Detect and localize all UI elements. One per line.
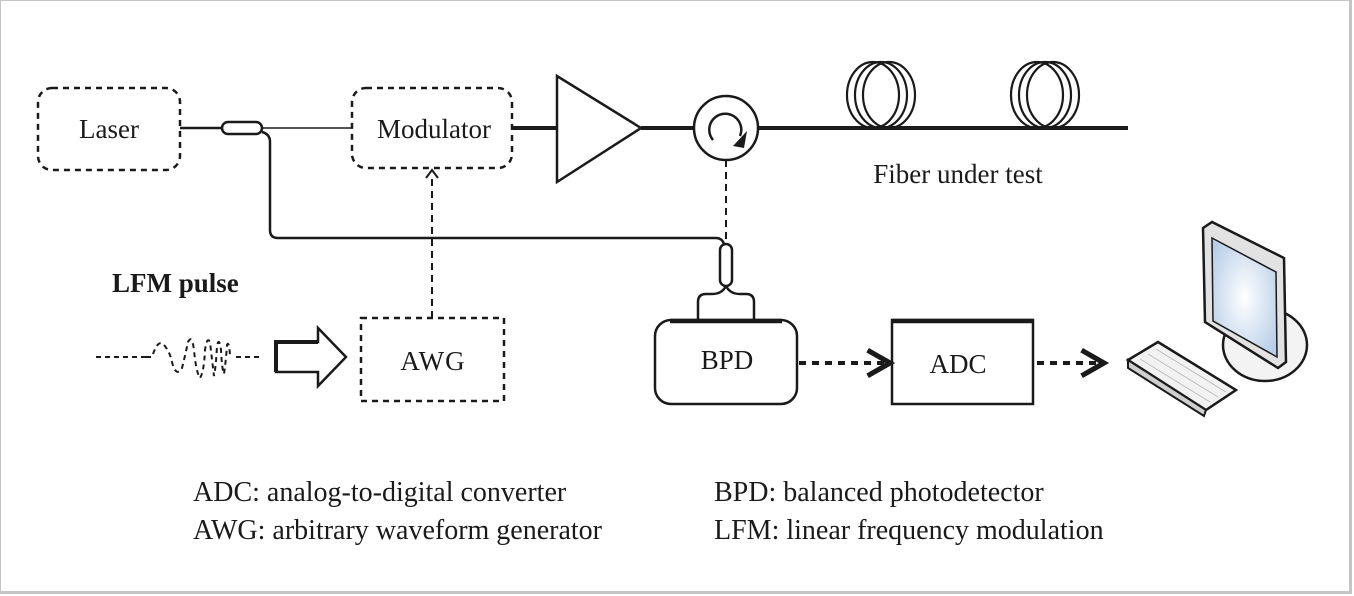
- reference-fiber-line: [261, 130, 726, 245]
- lfm-pulse-label: LFM pulse: [112, 268, 239, 298]
- fiber-under-test-label: Fiber under test: [873, 159, 1043, 189]
- fiber-coupler-icon: [220, 120, 264, 136]
- fiber-spool-icon: [1009, 60, 1081, 130]
- legend-item-bpd: BPD: balanced photodetector: [714, 477, 1044, 508]
- legend-right: BPD: balanced photodetector LFM: linear …: [714, 474, 1104, 550]
- bpd-block: BPD: [653, 318, 799, 406]
- laser-label: Laser: [79, 114, 139, 144]
- adc-label: ADC: [929, 349, 986, 379]
- fiber-coupler-icon: [696, 242, 756, 320]
- computer-icon: [1125, 220, 1309, 418]
- adc-block: ADC: [890, 318, 1035, 406]
- awg-block: AWG: [359, 316, 506, 403]
- legend-item-lfm: LFM: linear frequency modulation: [714, 515, 1104, 546]
- modulator-block: Modulator: [350, 86, 514, 170]
- modulator-label: Modulator: [377, 114, 491, 144]
- fiber-spool-icon: [845, 60, 917, 130]
- lfm-waveform-icon: [96, 338, 262, 380]
- amplifier-triangle-icon: [555, 73, 644, 185]
- legend-item-awg: AWG: arbitrary waveform generator: [193, 515, 603, 546]
- legend-left: ADC: analog-to-digital converter AWG: ar…: [193, 474, 602, 550]
- laser-block: Laser: [36, 86, 182, 172]
- legend-item-adc: ADC: analog-to-digital converter: [193, 477, 567, 508]
- arrow-head-icon: [425, 168, 439, 179]
- circulator-icon: [692, 94, 760, 162]
- hollow-arrow-icon: [274, 324, 348, 390]
- bpd-label: BPD: [701, 345, 754, 375]
- awg-label: AWG: [400, 346, 465, 376]
